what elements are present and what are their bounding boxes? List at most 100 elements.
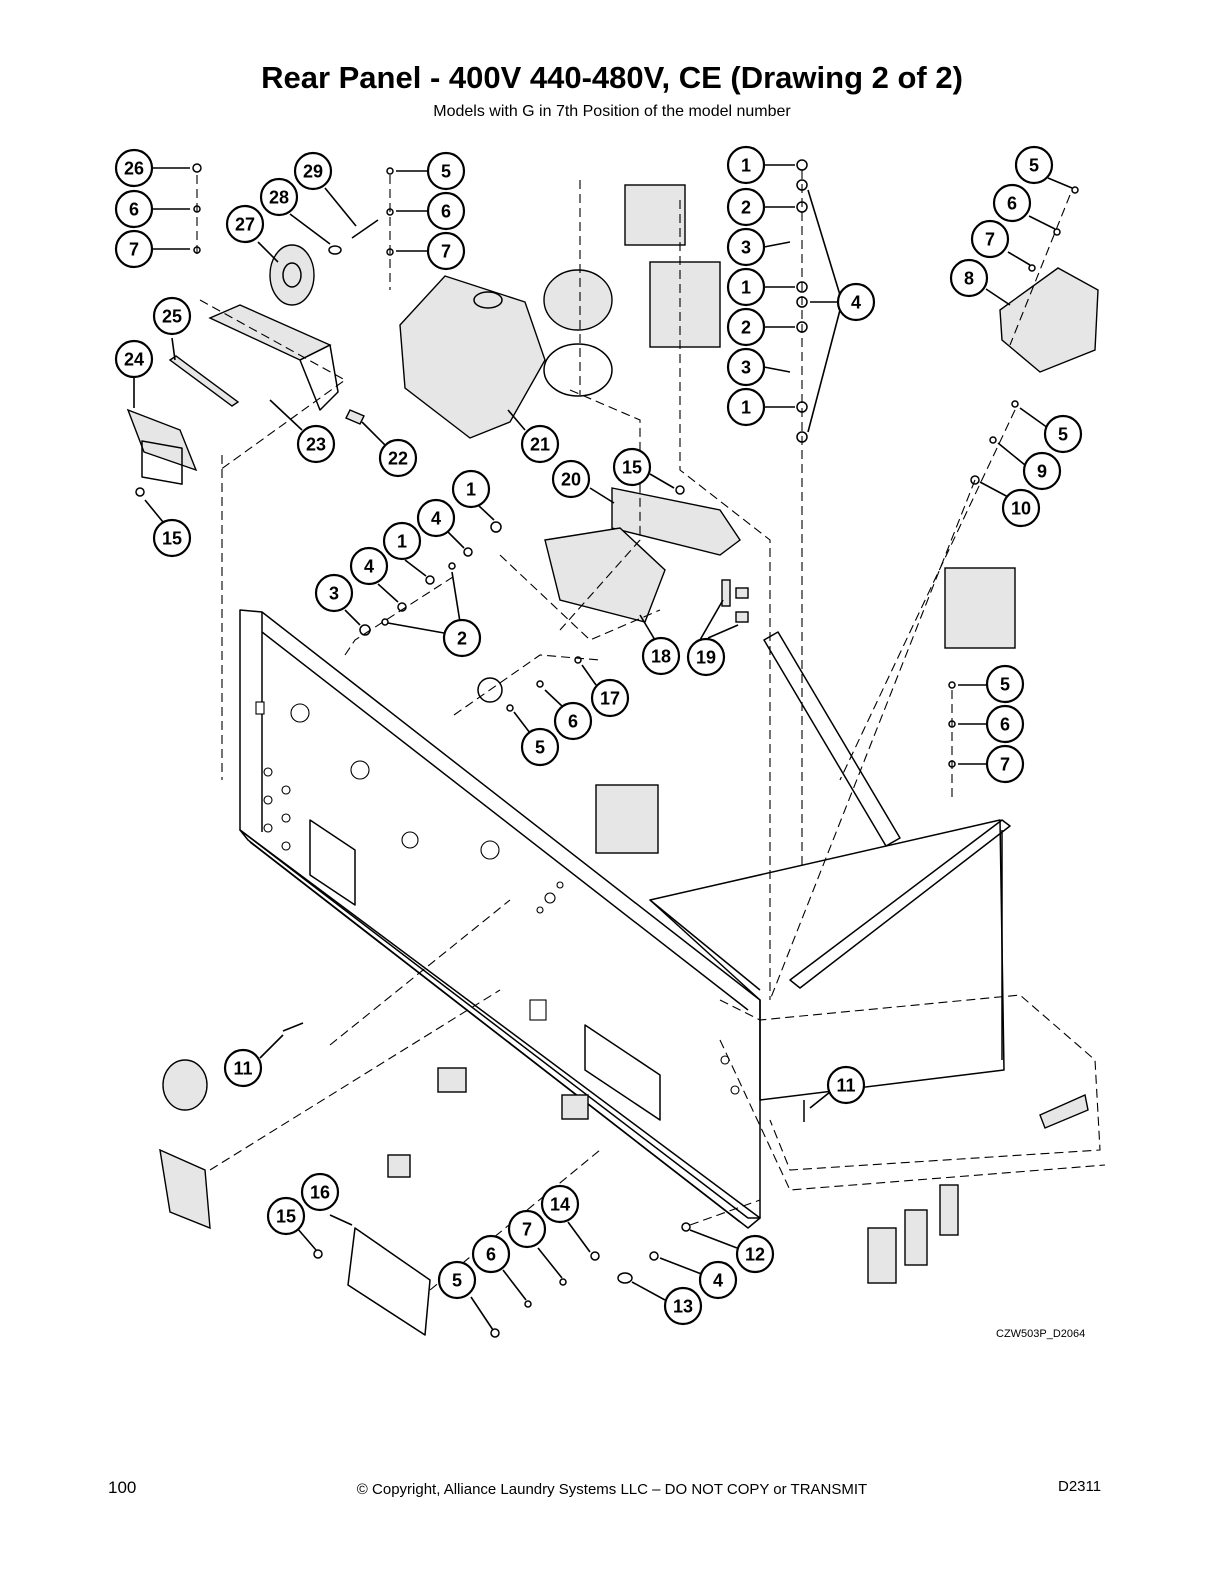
document-code: D2311 bbox=[1058, 1478, 1102, 1495]
callout-7: 7 bbox=[114, 229, 154, 269]
callout-5: 5 bbox=[437, 1260, 477, 1300]
callout-circle bbox=[223, 1048, 263, 1088]
callout-9: 9 bbox=[1022, 451, 1062, 491]
callout-circle bbox=[259, 177, 299, 217]
callout-4: 4 bbox=[698, 1260, 738, 1300]
callout-circle bbox=[300, 1172, 340, 1212]
callout-28: 28 bbox=[259, 177, 299, 217]
callout-1: 1 bbox=[726, 387, 766, 427]
callout-number: 17 bbox=[600, 689, 620, 709]
callout-number: 15 bbox=[162, 529, 182, 549]
callout-3: 3 bbox=[314, 573, 354, 613]
part-23-bracket bbox=[208, 304, 332, 361]
callout-circle bbox=[442, 618, 482, 658]
callout-number: 29 bbox=[303, 162, 323, 182]
callout-number: 19 bbox=[696, 648, 716, 668]
switch-1 bbox=[437, 1067, 467, 1093]
connector-housing bbox=[159, 1148, 211, 1230]
callout-4: 4 bbox=[349, 546, 389, 586]
callout-7: 7 bbox=[970, 219, 1010, 259]
copyright-notice: © Copyright, Alliance Laundry Systems LL… bbox=[356, 1481, 868, 1498]
callout-circle bbox=[540, 1184, 580, 1224]
callout-circle bbox=[114, 189, 154, 229]
callout-number: 25 bbox=[162, 307, 182, 327]
callout-circle bbox=[296, 424, 336, 464]
callout-circle bbox=[992, 183, 1032, 223]
callout-5: 5 bbox=[520, 727, 560, 767]
callout-circle bbox=[985, 664, 1025, 704]
callout-17: 17 bbox=[590, 678, 630, 718]
callout-5: 5 bbox=[1014, 145, 1054, 185]
callout-2: 2 bbox=[442, 618, 482, 658]
callout-number: 11 bbox=[836, 1076, 855, 1096]
callout-number: 14 bbox=[550, 1195, 570, 1215]
switch-2 bbox=[387, 1154, 411, 1178]
callout-number: 3 bbox=[741, 358, 751, 378]
callout-number: 22 bbox=[388, 449, 408, 469]
callout-number: 4 bbox=[364, 557, 374, 577]
callout-number: 6 bbox=[129, 200, 139, 220]
callout-21: 21 bbox=[520, 424, 560, 464]
component-parts bbox=[126, 159, 1099, 1338]
callout-number: 11 bbox=[233, 1059, 252, 1079]
callout-number: 23 bbox=[306, 435, 326, 455]
leader-lines bbox=[133, 164, 1073, 1331]
part-19-clip bbox=[721, 579, 731, 607]
part-24-terminal-block bbox=[126, 408, 198, 472]
callout-circle bbox=[426, 231, 466, 271]
callout-circle bbox=[726, 187, 766, 227]
fuse-holder bbox=[162, 1059, 208, 1111]
callout-circle bbox=[314, 573, 354, 613]
callout-27: 27 bbox=[225, 204, 265, 244]
callout-circle bbox=[152, 296, 192, 336]
drawing-id: CZW503P_D2064 bbox=[996, 1328, 1086, 1340]
callout-15: 15 bbox=[266, 1196, 306, 1236]
callout-circle bbox=[114, 148, 154, 188]
callout-23: 23 bbox=[296, 424, 336, 464]
callout-circle bbox=[949, 258, 989, 298]
callout-7: 7 bbox=[507, 1209, 547, 1249]
callout-1: 1 bbox=[382, 521, 422, 561]
callout-circle bbox=[985, 744, 1025, 784]
callout-number: 6 bbox=[568, 712, 578, 732]
callout-4: 4 bbox=[416, 498, 456, 538]
callout-number: 12 bbox=[745, 1245, 765, 1265]
callout-circle bbox=[471, 1234, 511, 1274]
callout-number: 27 bbox=[235, 215, 255, 235]
callout-25: 25 bbox=[152, 296, 192, 336]
callout-number: 9 bbox=[1037, 462, 1047, 482]
callout-4: 4 bbox=[836, 282, 876, 322]
page-title: Rear Panel - 400V 440-480V, CE (Drawing … bbox=[261, 60, 963, 95]
callout-circle bbox=[553, 701, 593, 741]
callout-number: 4 bbox=[851, 293, 861, 313]
callout-number: 7 bbox=[1000, 755, 1010, 775]
callout-circle bbox=[416, 498, 456, 538]
callout-18: 18 bbox=[641, 636, 681, 676]
callout-number: 28 bbox=[269, 188, 289, 208]
callout-number: 3 bbox=[329, 584, 339, 604]
callout-5: 5 bbox=[985, 664, 1025, 704]
callout-number: 1 bbox=[466, 480, 476, 500]
callout-7: 7 bbox=[426, 231, 466, 271]
callout-circle bbox=[349, 546, 389, 586]
callout-circle bbox=[726, 145, 766, 185]
callout-number: 5 bbox=[1058, 425, 1068, 445]
callout-layer: 2667292827567123123145678252423222115591… bbox=[114, 145, 1083, 1326]
callout-number: 6 bbox=[1007, 194, 1017, 214]
callout-number: 2 bbox=[741, 198, 751, 218]
callout-3: 3 bbox=[726, 347, 766, 387]
callout-22: 22 bbox=[378, 438, 418, 478]
callout-circle bbox=[520, 424, 560, 464]
callout-number: 4 bbox=[713, 1271, 723, 1291]
callout-6: 6 bbox=[426, 191, 466, 231]
callout-number: 5 bbox=[1000, 675, 1010, 695]
callout-circle bbox=[826, 1065, 866, 1105]
callout-number: 7 bbox=[985, 230, 995, 250]
callout-circle bbox=[507, 1209, 547, 1249]
callout-number: 7 bbox=[441, 242, 451, 262]
callout-number: 2 bbox=[741, 318, 751, 338]
terminal-right bbox=[1039, 1094, 1089, 1129]
callout-7: 7 bbox=[985, 744, 1025, 784]
callout-number: 6 bbox=[441, 202, 451, 222]
